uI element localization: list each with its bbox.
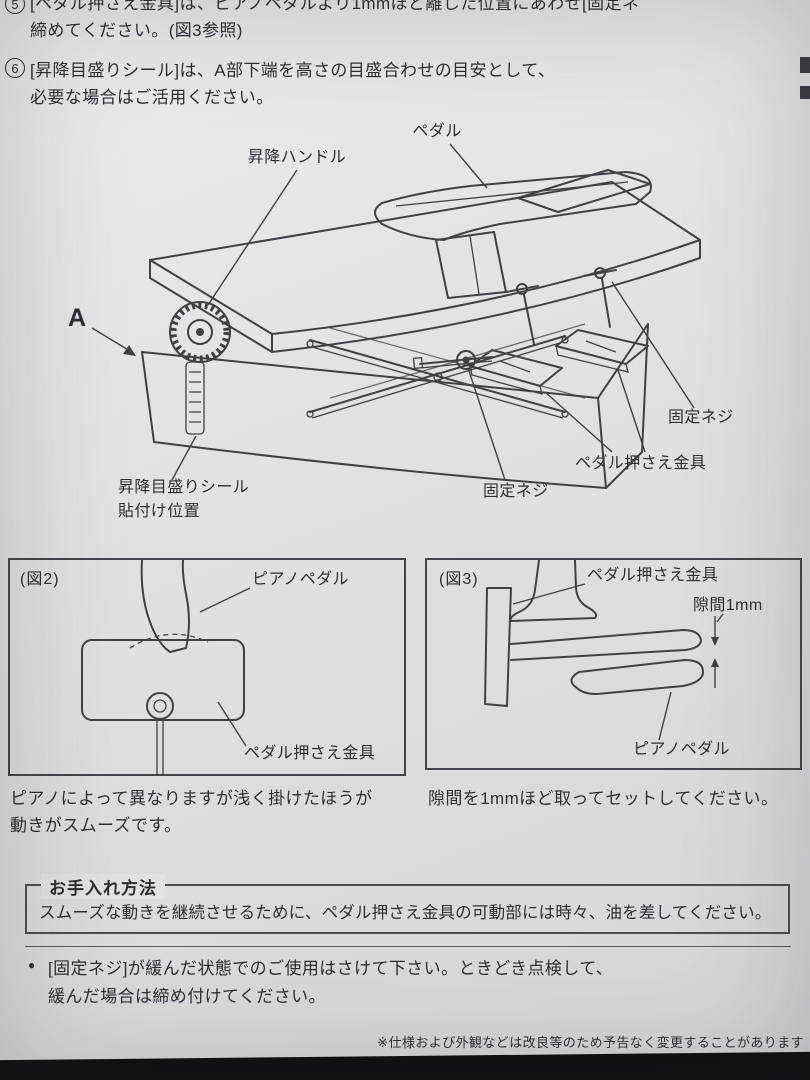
pedal-brackets (469, 267, 649, 395)
leader-bracket-1 (544, 391, 613, 453)
label-scale-sticker-2: 貼付け位置 (118, 502, 200, 520)
fig2-screw (146, 692, 174, 720)
a-arrowhead (123, 345, 136, 356)
figure2-caption-1: ピアノによって異なりますが浅く掛けたほうが (10, 789, 373, 808)
fig2-leader-bracket (217, 701, 247, 747)
fig3-label-bracket: ペダル押さえ金具 (587, 566, 718, 584)
item6-line1: [昇降目盛りシール]は、A部下端を高さの目盛合わせの目安として、 (30, 61, 556, 80)
fig3-leader-gap (716, 613, 724, 623)
item5-number: 5 (5, 0, 25, 14)
fig2-label-piano-pedal: ピアノペダル (252, 570, 349, 588)
fig3-label-gap: 隙間1mm (693, 596, 763, 614)
scissor-mechanism (306, 323, 586, 419)
leader-screw-right (611, 281, 695, 409)
device-base-right (597, 323, 649, 489)
fig3-label-piano-pedal: ピアノペダル (633, 740, 730, 758)
fig2-piano-pedal (140, 559, 190, 653)
care-section-title: お手入れ方法 (41, 874, 165, 899)
page-edge-artifact (800, 57, 810, 73)
leader-handle (207, 169, 298, 306)
leader-a-arrow (91, 327, 131, 352)
item6-line2: 必要な場合はご活用ください。 (30, 88, 274, 107)
fig2-leader-pedal (199, 587, 251, 613)
main-device-diagram: ペダル 昇降ハンドル A 固定ネジ ペダル押さえ金具 固定ネジ 昇降目盛りシール… (68, 122, 734, 520)
figure2-title: (図2) (20, 571, 60, 588)
fig3-leader-pedal (658, 691, 672, 741)
fig2-label-bracket: ペダル押さえ金具 (244, 744, 375, 762)
device-lid-left-face (149, 259, 273, 353)
fig3-bracket-bar (484, 587, 512, 707)
bullet-note-line2: 緩んだ場合は締め付けてください。 (48, 987, 326, 1006)
figure2-box: (図2) ピアノペダル ペダル押さえ金具 (8, 558, 406, 776)
item6-number: 6 (5, 58, 25, 78)
bullet-note-line1: [固定ネジ]が緩んだ状態でのご使用はさけて下さい。ときどき点検して、 (48, 959, 614, 978)
label-pedal: ペダル (412, 122, 461, 140)
fig3-piano-pedal (570, 659, 704, 695)
leader-scale (171, 435, 197, 481)
section-divider (25, 946, 791, 947)
item5-line2: 締めてください。(図3参照) (30, 21, 243, 40)
device-base-front (141, 351, 607, 489)
device-pedal (374, 169, 652, 299)
care-section-box: お手入れ方法 スムーズな動きを継続させるために、ペダル押さえ金具の可動部には時々… (25, 874, 790, 934)
figure3-title: (図3) (439, 571, 479, 588)
footer-note: ※仕様および外観などは改良等のため予告なく変更することがあります (377, 1035, 804, 1050)
device-lid-edge (271, 239, 701, 353)
leader-pedal (449, 143, 488, 189)
figure2-caption-2: 動きがスムーズです。 (10, 816, 182, 835)
item5-line1: [ペダル押さえ金具]は、ピアノペダルより1mmほど離した位置にあわせ[固定ネ (30, 0, 640, 13)
figure3-caption: 隙間を1mmほど取ってセットしてください。 (428, 789, 779, 808)
fig2-hidden-edge (129, 633, 209, 649)
lift-handle-knob (169, 301, 231, 363)
scale-sticker-area (185, 361, 205, 435)
figure2-diagram: (図2) ピアノペダル ペダル押さえ金具 (20, 559, 375, 774)
label-point-a: A (68, 304, 86, 332)
fig3-pedestal (509, 559, 598, 622)
page-edge-artifact (800, 86, 810, 99)
label-pedal-bracket: ペダル押さえ金具 (575, 454, 706, 472)
fig2-bracket (81, 639, 245, 721)
label-lift-handle: 昇降ハンドル (248, 148, 346, 166)
leader-screw-center (467, 367, 506, 481)
leader-bracket-2 (617, 369, 646, 453)
care-section-body: スムーズな動きを継続させるために、ペダル押さえ金具の可動部には時々、油を差してく… (39, 904, 772, 922)
label-fixing-screw-right: 固定ネジ (668, 408, 734, 426)
label-scale-sticker-1: 昇降目盛りシール (118, 478, 249, 496)
fig3-leader-bracket (512, 583, 586, 605)
label-fixing-screw-center: 固定ネジ (483, 482, 549, 500)
figure3-diagram: (図3) ペダル押さえ金具 隙間1mm ピアノペダル (439, 559, 763, 758)
figure3-box: (図3) ペダル押さえ金具 隙間1mm ピアノペダル (425, 558, 802, 770)
device-lid (149, 181, 701, 335)
fig2-rod (156, 719, 164, 774)
fig3-bracket-arm (510, 629, 702, 661)
bullet-icon: ● (28, 958, 36, 972)
